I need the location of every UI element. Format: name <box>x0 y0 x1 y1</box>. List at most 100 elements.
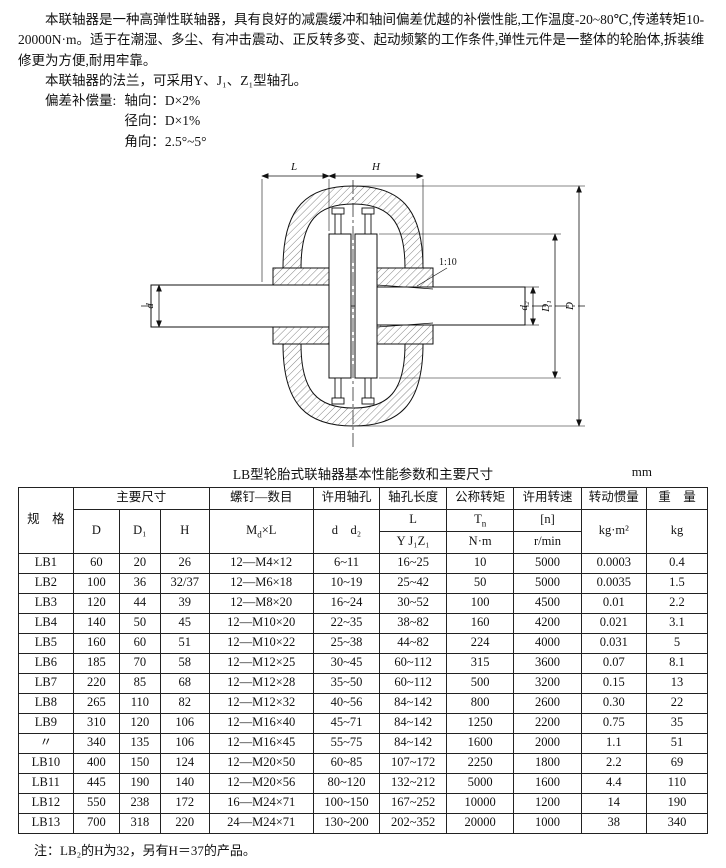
cell: 84~142 <box>379 712 447 734</box>
header-speed-sym: [n] <box>513 508 582 532</box>
cell: 12—M20×50 <box>208 752 314 774</box>
cell: 68 <box>159 672 210 694</box>
flange-left <box>328 233 352 379</box>
compensation-axial: 轴向：D×2% <box>124 93 201 108</box>
cell: 39 <box>159 592 210 614</box>
cell: 340 <box>645 812 709 834</box>
cell: 38 <box>580 812 647 834</box>
cell: 36 <box>119 572 161 594</box>
cell: 340 <box>72 732 121 754</box>
dim-label-D: D <box>564 302 576 311</box>
cell: 22 <box>645 692 709 714</box>
cell: LB5 <box>18 632 74 654</box>
table-title-row: LB型轮胎式联轴器基本性能参数和主要尺寸 mm <box>18 463 708 483</box>
cell: 0.021 <box>580 612 647 634</box>
cell: 12—M4×12 <box>208 552 314 574</box>
cell: 82 <box>159 692 210 714</box>
cell: 110 <box>119 692 161 714</box>
cell: 0.01 <box>580 592 647 614</box>
cell: 160 <box>72 632 121 654</box>
cell: 20000 <box>445 812 515 834</box>
cell: 2200 <box>513 712 582 734</box>
cell: 700 <box>72 812 121 834</box>
cell: 55~75 <box>312 732 381 754</box>
table-header: 规 格 主要尺寸 螺钉—数目 许用轴孔 轴孔长度 公称转矩 许用转速 转动惯量 … <box>18 486 709 554</box>
cell: 100~150 <box>312 792 381 814</box>
cell: 106 <box>159 712 210 734</box>
cell: 12—M10×20 <box>208 612 314 634</box>
cell: 60 <box>72 552 121 574</box>
cell: 51 <box>645 732 709 754</box>
cell: 220 <box>159 812 210 834</box>
cell: 190 <box>119 772 161 794</box>
cell: 130~200 <box>312 812 381 834</box>
cell: 150 <box>119 752 161 774</box>
cell: 202~352 <box>379 812 447 834</box>
dim-label-d: d <box>144 303 156 309</box>
cell: 1250 <box>445 712 515 734</box>
cell: 265 <box>72 692 121 714</box>
cell: 0.031 <box>580 632 647 654</box>
cell: 160 <box>445 612 515 634</box>
header-inertia-unit: kg·m² <box>580 508 647 554</box>
cell: 2000 <box>513 732 582 754</box>
cell: 12—M16×45 <box>208 732 314 754</box>
cell: 12—M6×18 <box>208 572 314 594</box>
cell: 1.5 <box>645 572 709 594</box>
header-torque: 公称转矩 <box>445 486 515 510</box>
header-bore-sub: d d₂ <box>312 508 381 554</box>
cell: LB6 <box>18 652 74 674</box>
cell: 4.4 <box>580 772 647 794</box>
cell: 24—M24×71 <box>208 812 314 834</box>
header-torque-sym: Tn <box>445 508 515 532</box>
cell: LB10 <box>18 752 74 774</box>
intro-paragraph-2: 本联轴器的法兰，可采用Y、J₁、Z₁型轴孔。 <box>45 72 308 88</box>
cell: 16~25 <box>379 552 447 574</box>
cell: 〃 <box>18 732 74 754</box>
cell: 10000 <box>445 792 515 814</box>
taper-bore-bottom <box>376 322 434 328</box>
cell: 2.2 <box>645 592 709 614</box>
intro-paragraph-1: 本联轴器是一种高弹性联轴器，具有良好的减震缓冲和轴间偏差优越的补偿性能,工作温度… <box>18 12 705 68</box>
cell: 60~85 <box>312 752 381 774</box>
cell: 132~212 <box>379 772 447 794</box>
cell: 1.1 <box>580 732 647 754</box>
cell: 0.07 <box>580 652 647 674</box>
shaft-right <box>376 286 526 326</box>
cell: 100 <box>72 572 121 594</box>
header-speed: 许用转速 <box>513 486 582 510</box>
cell: 1600 <box>445 732 515 754</box>
cell: 2.2 <box>580 752 647 774</box>
cell: 0.75 <box>580 712 647 734</box>
cell: LB12 <box>18 792 74 814</box>
cell: LB7 <box>18 672 74 694</box>
cell: 135 <box>119 732 161 754</box>
cell: 100 <box>445 592 515 614</box>
cell: 800 <box>445 692 515 714</box>
cell: 140 <box>159 772 210 794</box>
cell: 0.0035 <box>580 572 647 594</box>
cell: 5000 <box>513 572 582 594</box>
cell: 60 <box>119 632 161 654</box>
compensation-radial: 径向：D×1% <box>124 113 201 129</box>
header-weight-unit: kg <box>645 508 709 554</box>
cell: 25~38 <box>312 632 381 654</box>
cell: 60~112 <box>379 672 447 694</box>
cell: 84~142 <box>379 692 447 714</box>
cell: 12—M10×22 <box>208 632 314 654</box>
header-speed-unit: r/min <box>513 530 582 554</box>
dimension-lines <box>156 172 582 427</box>
header-bore-length-l: L <box>379 508 447 532</box>
compensation-items: 轴向：D×2% 径向：D×1% 角向：2.5°~5° <box>124 91 206 152</box>
cell: 315 <box>445 652 515 674</box>
cell: 12—M12×25 <box>208 652 314 674</box>
cell: 22~35 <box>312 612 381 634</box>
cell: 30~45 <box>312 652 381 674</box>
